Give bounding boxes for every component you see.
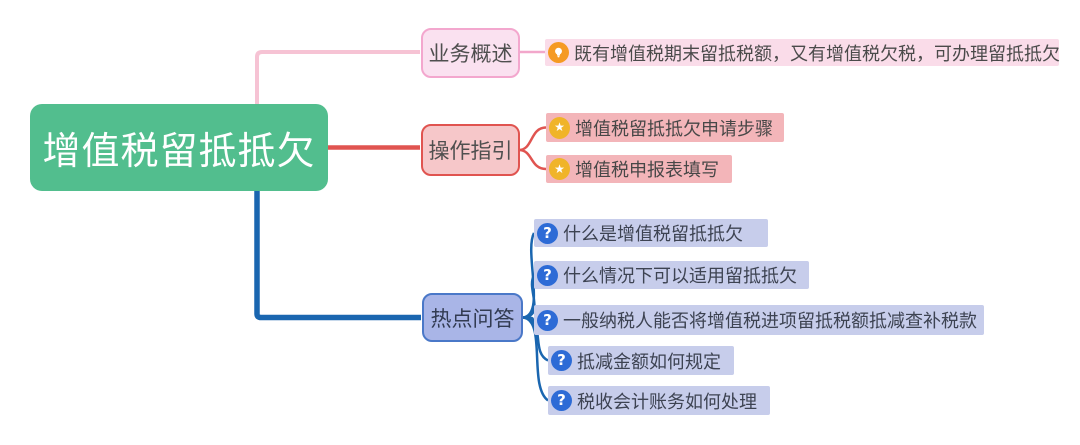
question-icon: ? (537, 222, 558, 244)
link-faq-leaf-1 (522, 232, 536, 319)
question-icon: ? (537, 264, 558, 286)
leaf-node[interactable]: ★ 增值税申报表填写 (546, 155, 732, 183)
star-icon: ★ (549, 116, 570, 139)
leaf-text: 税收会计账务如何处理 (577, 391, 757, 413)
leaf-text: 增值税留抵抵欠申请步骤 (575, 118, 773, 140)
leaf-node[interactable]: ? 抵减金额如何规定 (548, 346, 734, 375)
link-guide-leaf-1 (518, 126, 547, 152)
question-icon: ? (537, 309, 558, 331)
branch-node-hot-qa[interactable]: 热点问答 (422, 293, 523, 342)
leaf-node[interactable]: ? 税收会计账务如何处理 (548, 386, 770, 415)
root-label: 增值税留抵抵欠 (42, 129, 316, 173)
leaf-text: 既有增值税期末留抵税额，又有增值税欠税，可办理留抵抵欠 (574, 43, 1060, 65)
link-faq-leaf-5 (522, 316, 549, 402)
leaf-text: 什么是增值税留抵抵欠 (563, 224, 743, 245)
root-node[interactable]: 增值税留抵抵欠 (30, 104, 328, 191)
leaf-text: 什么情况下可以适用留抵抵欠 (563, 266, 797, 287)
leaf-node[interactable]: ★ 增值税留抵抵欠申请步骤 (546, 113, 784, 142)
leaf-node[interactable]: ? 什么是增值税留抵抵欠 (534, 219, 768, 247)
branch-label: 操作指引 (428, 139, 513, 163)
question-icon: ? (551, 390, 572, 411)
branch-node-business-overview[interactable]: 业务概述 (421, 28, 520, 78)
leaf-text: 抵减金额如何规定 (577, 351, 721, 373)
leaf-text: 增值税申报表填写 (575, 160, 719, 181)
leaf-node[interactable]: ? 一般纳税人能否将增值税进项留抵税额抵减查补税款 (534, 305, 984, 335)
leaf-node[interactable]: ? 什么情况下可以适用留抵抵欠 (534, 261, 809, 289)
leaf-node[interactable]: 既有增值税期末留抵税额，又有增值税欠税，可办理留抵抵欠 (545, 39, 1060, 66)
link-business-overview (255, 50, 420, 104)
lightbulb-icon (548, 42, 569, 63)
link-hot-qa (254, 190, 421, 321)
branch-label: 业务概述 (428, 42, 513, 66)
question-icon: ? (551, 350, 572, 371)
leaf-text: 一般纳税人能否将增值税进项留抵税额抵减查补税款 (563, 311, 977, 332)
link-guide-leaf-2 (518, 148, 547, 171)
branch-label: 热点问答 (430, 306, 515, 331)
branch-node-operation-guide[interactable]: 操作指引 (421, 124, 520, 176)
star-icon: ★ (549, 158, 570, 180)
link-faq-leaf-2 (522, 274, 536, 319)
